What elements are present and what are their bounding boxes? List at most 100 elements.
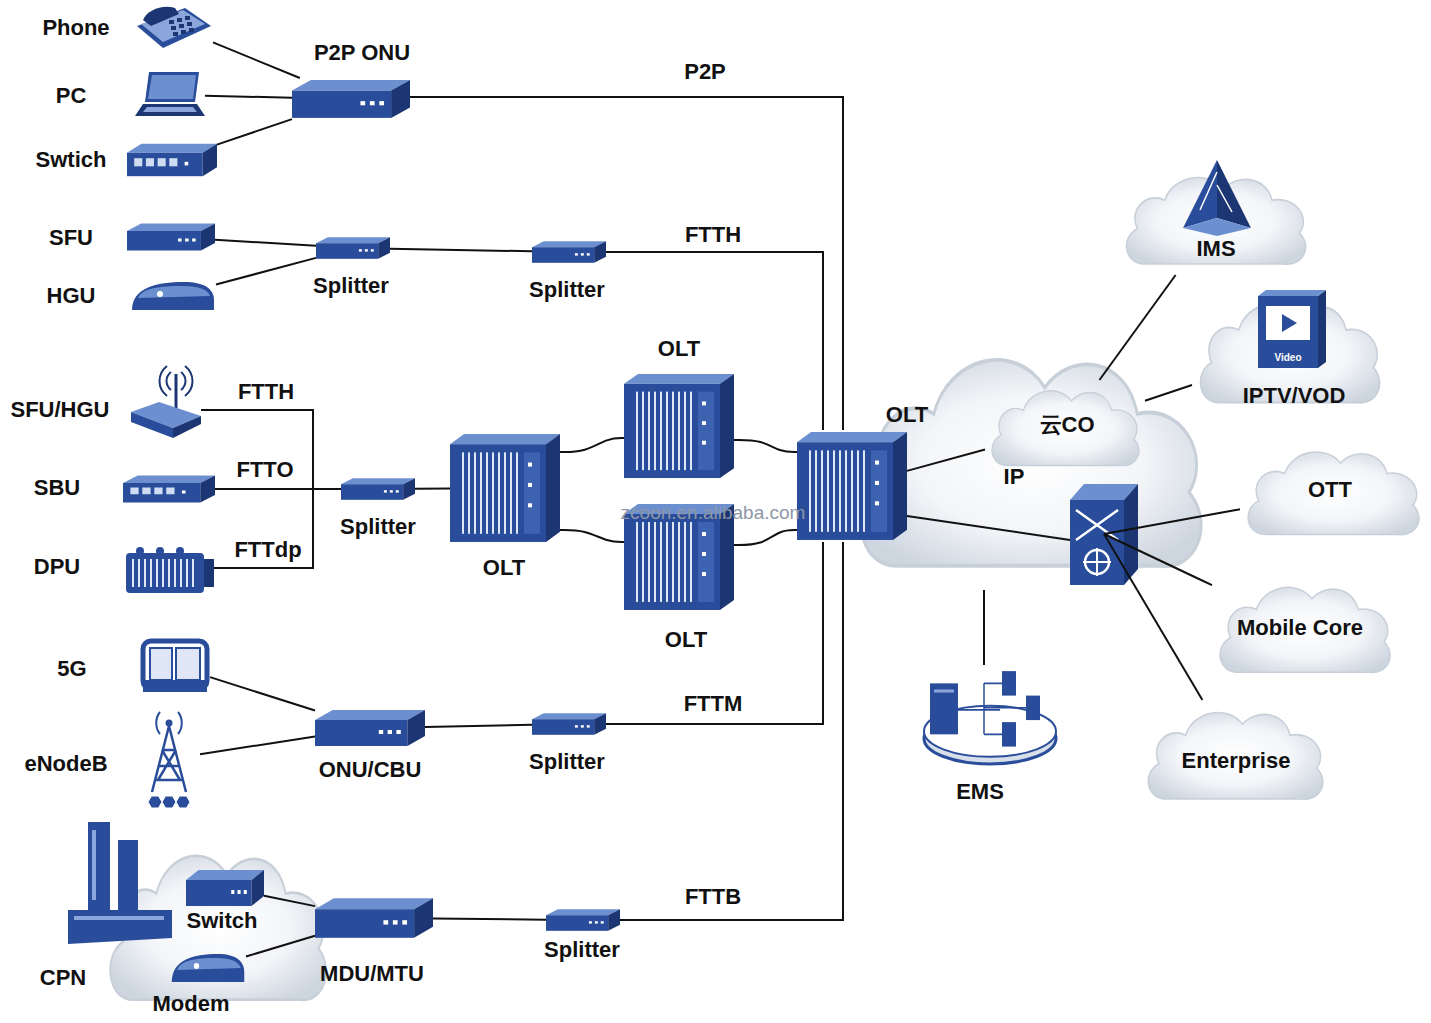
device-node: SFU: [127, 222, 215, 252]
link-label-box: FTTH: [682, 223, 744, 247]
device-icon: [532, 712, 606, 736]
node-label-box: EMS: [956, 780, 1004, 804]
free-label-box: zcoon.en.alibaba.com: [621, 503, 806, 524]
free-label-box: Video: [1274, 347, 1301, 365]
device-node: P2P ONU: [292, 78, 410, 120]
node-label: ONU/CBU: [319, 757, 422, 782]
node-label: Mobile Core: [1237, 615, 1363, 640]
link-label-box: FTTM: [681, 692, 746, 716]
network-link: [213, 42, 300, 78]
router-wire: [907, 516, 1070, 540]
device-icon: [131, 362, 201, 440]
network-link: [390, 249, 532, 252]
link-label-box: P2P: [681, 60, 729, 84]
node-label: SFU/HGU: [11, 397, 110, 422]
node-label: IP: [1004, 464, 1025, 489]
node-label-box: Switch: [187, 909, 258, 933]
device-icon: [341, 477, 415, 501]
device-node: EMS: [920, 665, 1060, 767]
device-node: Splitter: [316, 236, 390, 260]
link-label: FTTM: [681, 691, 746, 716]
ott-cloud-shape: [1248, 452, 1419, 535]
node-label-box: Swtich: [36, 148, 107, 172]
device-icon: [624, 372, 734, 480]
node-label-box: SFU/HGU: [11, 398, 110, 422]
device-icon: [292, 78, 410, 120]
node-label: HGU: [47, 283, 96, 308]
link-label: FTTH: [235, 379, 297, 404]
node-label: OLT: [658, 336, 700, 361]
network-link: [214, 489, 341, 568]
node-label: Swtich: [36, 147, 107, 172]
node-label-box: Splitter: [529, 278, 605, 302]
node-label: Enterprise: [1182, 748, 1291, 773]
device-node: PC: [135, 70, 205, 120]
device-node: Splitter: [546, 908, 620, 932]
node-label-box: CPN: [40, 966, 86, 990]
link-label-box: FTTO: [233, 458, 296, 482]
node-label-box: ONU/CBU: [319, 758, 422, 782]
device-icon: [170, 950, 246, 986]
node-label-box: 5G: [57, 657, 86, 681]
device-node: 5G: [140, 638, 210, 694]
device-node: ONU/CBU: [315, 708, 425, 748]
device-node: SFU/HGU: [131, 362, 201, 440]
network-link: [734, 530, 797, 545]
link-label: FTTdp: [231, 537, 304, 562]
node-label-box: OLT: [658, 337, 700, 361]
node-label: OTT: [1308, 477, 1352, 502]
link-label-box: FTTB: [682, 885, 744, 909]
node-label: PC: [56, 83, 87, 108]
network-link: [433, 919, 546, 920]
cloud-region: IPOLT云CO: [790, 330, 1200, 590]
node-label-box: SFU: [49, 226, 93, 250]
node-label: MDU/MTU: [320, 961, 424, 986]
node-label: eNodeB: [24, 751, 107, 776]
network-link: [216, 258, 316, 285]
device-icon: [127, 222, 215, 252]
network-link: [210, 677, 315, 710]
network-link: [264, 896, 315, 906]
cloud-region: IMS: [1118, 165, 1313, 275]
node-label: Splitter: [544, 937, 620, 962]
device-node: Phone: [133, 2, 213, 50]
node-label: Phone: [42, 15, 109, 40]
router-wire: [1104, 517, 1200, 534]
device-icon: [133, 2, 213, 50]
network-link: [205, 96, 292, 98]
device-icon: [120, 545, 214, 597]
watermark: zcoon.en.alibaba.com: [621, 502, 806, 523]
device-node: HGU: [130, 278, 216, 314]
co-cloud-shape: [992, 391, 1139, 466]
network-link: [1200, 509, 1240, 516]
device-node: OLT: [624, 372, 734, 480]
node-label: Splitter: [529, 749, 605, 774]
device-node: Modem: [170, 950, 246, 986]
node-label-box: MDU/MTU: [320, 962, 424, 986]
device-node: Splitter: [532, 712, 606, 736]
device-node: Switch: [186, 868, 264, 908]
node-label: Splitter: [529, 277, 605, 302]
node-label: Switch: [187, 908, 258, 933]
node-label: DPU: [34, 554, 80, 579]
network-link: [246, 936, 315, 957]
device-icon: [123, 474, 215, 504]
network-link: [1200, 579, 1212, 585]
device-icon: [920, 665, 1060, 767]
node-label-box: Splitter: [544, 938, 620, 962]
network-link: [1145, 385, 1192, 401]
node-label: Splitter: [313, 273, 389, 298]
link-label: FTTH: [682, 222, 744, 247]
device-node: Splitter: [532, 240, 606, 264]
network-link: [1137, 590, 1202, 700]
node-label-box: OTT: [1308, 478, 1352, 502]
node-label: SBU: [34, 475, 80, 500]
node-label-box: Phone: [42, 16, 109, 40]
link-label: FTTO: [233, 457, 296, 482]
device-node: Splitter: [341, 477, 415, 501]
node-label: IMS: [1196, 236, 1235, 261]
network-link: [1099, 275, 1175, 380]
network-link: [410, 97, 843, 430]
network-link: [560, 438, 624, 452]
device-icon: [127, 142, 217, 178]
